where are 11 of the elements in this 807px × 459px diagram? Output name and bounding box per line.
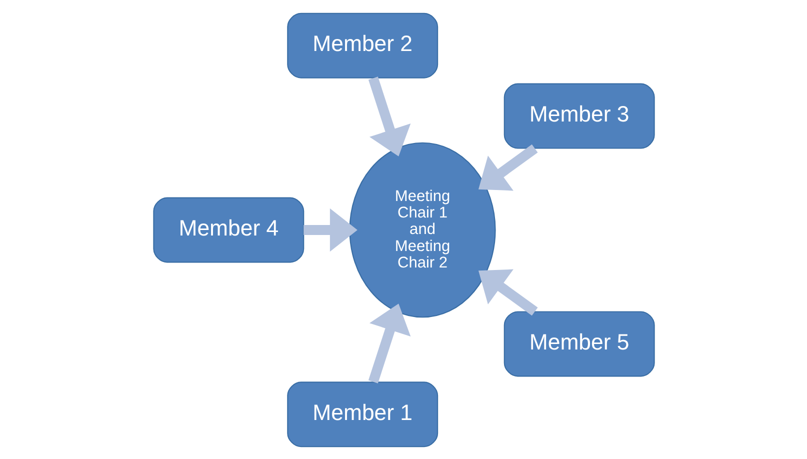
arrow [303,208,357,252]
arrow [368,76,410,156]
node-box: Member 5 [503,310,654,376]
node-ellipse: Meeting Chair 1 and Meeting Chair 2 [348,142,496,318]
node-box: Member 4 [152,196,304,262]
node-box: Member 3 [503,82,654,148]
arrow [368,303,410,383]
arrow [478,268,538,316]
node-box: Member 2 [286,12,438,78]
node-box: Member 1 [286,381,438,447]
arrow [478,144,538,190]
